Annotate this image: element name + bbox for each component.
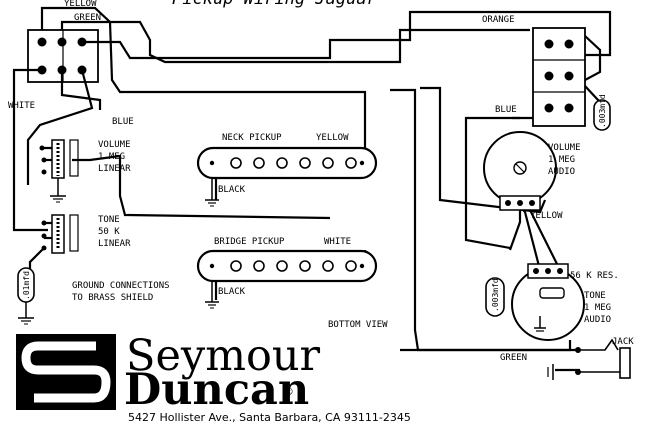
volume-right-label: VOLUME 1 MEG AUDIO xyxy=(548,143,581,177)
svg-text:VOLUME: VOLUME xyxy=(98,140,131,150)
blue-left-label: BLUE xyxy=(112,117,134,127)
svg-text:AUDIO: AUDIO xyxy=(584,315,611,325)
white-left-label: WHITE xyxy=(8,101,35,111)
neck-pickup-label: NECK PICKUP xyxy=(222,133,282,143)
svg-text:LINEAR: LINEAR xyxy=(98,239,131,249)
bridge-white-label: WHITE xyxy=(324,237,351,247)
svg-text:LINEAR: LINEAR xyxy=(98,164,131,174)
brand-registered: ® xyxy=(283,385,294,398)
neck-yellow-label: YELLOW xyxy=(316,133,349,143)
right-tone-pot xyxy=(511,263,585,341)
svg-text:1 MEG: 1 MEG xyxy=(548,155,575,165)
svg-text:1 MEG: 1 MEG xyxy=(98,152,125,162)
svg-text:AUDIO: AUDIO xyxy=(548,167,575,177)
svg-text:50 K: 50 K xyxy=(98,227,120,237)
wires xyxy=(12,6,612,372)
bridge-black-label: BLACK xyxy=(218,287,246,297)
bridge-pickup-label: BRIDGE PICKUP xyxy=(214,237,285,247)
diagram-title: Pickup Wiring Jaguar xyxy=(172,0,377,9)
svg-text:.003mfd: .003mfd xyxy=(598,94,607,128)
svg-text:VOLUME: VOLUME xyxy=(548,143,581,153)
bottom-view-label: BOTTOM VIEW xyxy=(328,320,388,330)
top-right-capacitor: .003mfd xyxy=(593,94,611,131)
seymour-duncan-logo-mark xyxy=(16,334,116,410)
right-switch xyxy=(532,27,586,127)
left-tone-pot xyxy=(41,214,79,254)
left-capacitor: .01mfd xyxy=(17,267,35,325)
brand-name-bottom: Duncan xyxy=(124,365,309,415)
svg-text:GROUND CONNECTIONS: GROUND CONNECTIONS xyxy=(72,281,170,291)
svg-text:TONE: TONE xyxy=(584,291,606,301)
ground-note: GROUND CONNECTIONS TO BRASS SHIELD xyxy=(72,281,170,303)
brand-address: 5427 Hollister Ave., Santa Barbara, CA 9… xyxy=(128,411,411,424)
neck-pickup xyxy=(196,146,378,207)
orange-label: ORANGE xyxy=(482,15,515,25)
output-jack xyxy=(547,338,631,380)
volume-left-label: VOLUME 1 MEG LINEAR xyxy=(98,140,131,174)
svg-text:.003mfd: .003mfd xyxy=(491,278,500,312)
yellow-right-label: YELLOW xyxy=(530,211,563,221)
resistor-label: 56 K RES. xyxy=(570,271,619,281)
brand-name-top: Seymour xyxy=(126,331,321,381)
green-bottom-label: GREEN xyxy=(500,353,527,363)
left-volume-pot xyxy=(39,139,79,203)
svg-text:TONE: TONE xyxy=(98,215,120,225)
right-capacitor: .003mfd xyxy=(485,277,505,317)
green-top-label: GREEN xyxy=(74,13,101,23)
tone-left-label: TONE 50 K LINEAR xyxy=(98,215,131,249)
jack-label: JACK xyxy=(612,337,634,347)
neck-black-label: BLACK xyxy=(218,185,246,195)
svg-text:1 MEG: 1 MEG xyxy=(584,303,611,313)
bridge-pickup xyxy=(196,249,378,309)
svg-text:TO BRASS SHIELD: TO BRASS SHIELD xyxy=(72,293,153,303)
tone-right-label: TONE 1 MEG AUDIO xyxy=(584,291,611,325)
yellow-top-label: YELLOW xyxy=(64,0,97,9)
right-volume-pot xyxy=(483,131,557,211)
blue-right-label: BLUE xyxy=(495,105,517,115)
svg-text:.01mfd: .01mfd xyxy=(22,271,31,300)
